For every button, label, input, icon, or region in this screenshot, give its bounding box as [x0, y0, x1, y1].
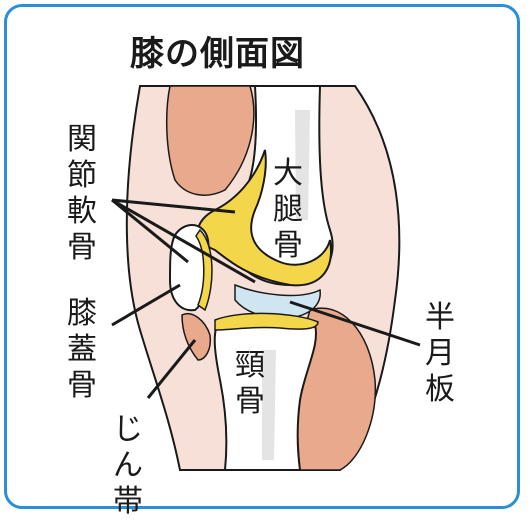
leader-patella [111, 283, 181, 327]
label-tibia: 頸骨 [235, 348, 265, 419]
label-femur: 大腿骨 [273, 156, 303, 263]
label-meniscus: 半月板 [425, 300, 455, 407]
label-cartilage: 関節軟骨 [67, 122, 97, 265]
leader-cartilage-femur [111, 198, 236, 214]
thigh-muscle [165, 85, 255, 196]
page-title: 膝の側面図 [130, 34, 305, 74]
leader-cartilage-knee [111, 198, 256, 284]
leader-meniscus [289, 300, 421, 347]
label-ligament: じん帯 [113, 412, 143, 519]
label-patella: 膝蓋骨 [67, 296, 97, 403]
leader-lines [111, 198, 421, 399]
tibia-cartilage [214, 312, 319, 331]
femur-shadow [295, 110, 310, 220]
leader-ligament [146, 339, 197, 399]
patella-cartilage [195, 228, 213, 312]
patella-bone [168, 224, 211, 312]
leader-cartilage-patella [111, 198, 189, 264]
patellar-ligament [181, 313, 212, 361]
tibia-shadow [262, 350, 276, 460]
